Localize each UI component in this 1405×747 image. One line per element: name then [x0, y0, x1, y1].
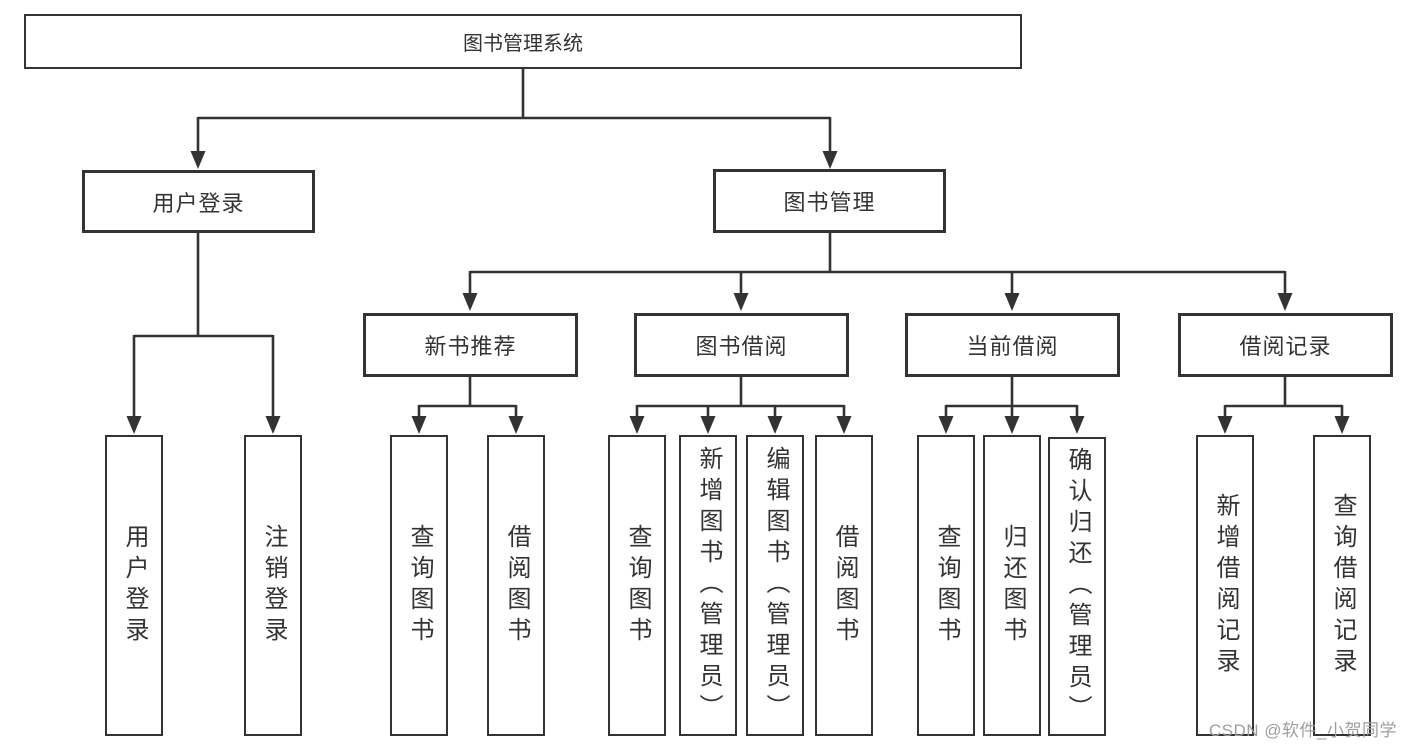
node-add-borrow-record: 新增借阅记录	[1196, 435, 1254, 736]
node-return-books: 归还图书	[983, 435, 1041, 736]
node-label: 归还图书	[999, 523, 1026, 648]
node-query-books: 查询图书	[917, 435, 975, 736]
node-label: 借阅图书	[503, 523, 530, 648]
node-label: 查询图书	[406, 523, 433, 648]
node-label: 编辑图书（管理员）	[762, 446, 789, 725]
node-borrow-books: 借阅图书	[815, 435, 873, 736]
csdn-watermark: CSDN @软件_小贺同学	[1208, 721, 1397, 740]
connector-login-to-leaves	[126, 233, 281, 434]
node-confirm-return-admin: 确认归还（管理员）	[1048, 437, 1106, 736]
connector-root-to-level2	[190, 69, 838, 169]
node-query-books: 查询图书	[608, 435, 666, 736]
node-book-borrow: 图书借阅	[634, 313, 849, 377]
node-label: 新增图书（管理员）	[695, 446, 722, 725]
node-new-book-recommend: 新书推荐	[363, 313, 578, 377]
node-label: 查询借阅记录	[1329, 492, 1356, 679]
node-label: 注销登录	[260, 523, 287, 648]
node-label: 新增借阅记录	[1212, 492, 1239, 679]
connector-records-to-leaves	[1217, 377, 1350, 434]
node-user-login-leaf: 用户登录	[105, 435, 163, 736]
node-book-management: 图书管理	[713, 169, 946, 233]
node-logout-login: 注销登录	[244, 435, 302, 736]
node-user-login: 用户登录	[82, 170, 315, 233]
node-borrow-records: 借阅记录	[1178, 313, 1393, 377]
node-label: 用户登录	[121, 523, 148, 648]
connector-current-to-leaves	[938, 377, 1085, 434]
connector-recommend-to-leaves	[411, 377, 524, 434]
node-query-books: 查询图书	[390, 435, 448, 736]
node-label: 查询图书	[933, 523, 960, 648]
node-edit-books-admin: 编辑图书（管理员）	[746, 435, 804, 736]
node-label: 借阅图书	[831, 523, 858, 648]
node-borrow-books: 借阅图书	[487, 435, 545, 736]
node-library-system: 图书管理系统	[24, 14, 1022, 69]
node-label: 确认归还（管理员）	[1064, 447, 1091, 726]
connector-management-to-level3	[462, 233, 1293, 311]
connector-borrow-to-leaves	[629, 377, 852, 434]
node-current-borrow: 当前借阅	[905, 313, 1120, 377]
node-query-borrow-record: 查询借阅记录	[1313, 435, 1371, 736]
node-add-books-admin: 新增图书（管理员）	[679, 435, 737, 736]
node-label: 查询图书	[624, 523, 651, 648]
